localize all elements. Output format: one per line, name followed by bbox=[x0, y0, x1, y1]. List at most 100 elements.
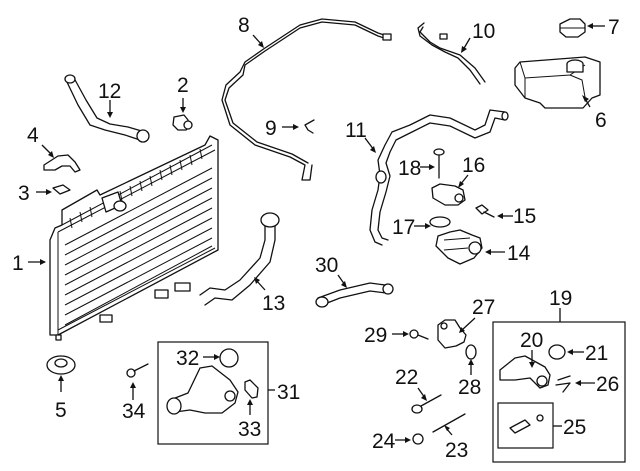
arrow-23 bbox=[444, 425, 450, 431]
arrow-32 bbox=[214, 354, 220, 360]
callout-14[interactable]: 14 bbox=[507, 242, 531, 265]
arrow-15 bbox=[497, 213, 503, 219]
temperature-sensor-part[interactable] bbox=[509, 414, 544, 434]
gasket-33-part[interactable] bbox=[244, 379, 259, 399]
callout-15[interactable]: 15 bbox=[513, 205, 536, 228]
leader-27 bbox=[461, 317, 476, 331]
arrow-3 bbox=[46, 189, 52, 195]
arrow-18 bbox=[429, 164, 435, 170]
radiator-part[interactable] bbox=[49, 135, 219, 341]
arrow-33 bbox=[247, 399, 253, 405]
bolt-29-part[interactable] bbox=[409, 329, 429, 340]
housing-part[interactable] bbox=[499, 355, 551, 389]
callout-3[interactable]: 3 bbox=[18, 182, 30, 205]
arrow-5 bbox=[58, 375, 64, 381]
callout-11[interactable]: 11 bbox=[345, 119, 367, 142]
reservoir-cap-part[interactable] bbox=[559, 18, 586, 38]
arrow-14 bbox=[485, 249, 491, 255]
stud-part[interactable] bbox=[432, 413, 466, 433]
arrow-21 bbox=[567, 349, 573, 355]
arrow-1 bbox=[40, 259, 46, 265]
callout-19[interactable]: 19 bbox=[549, 287, 572, 310]
callout-2[interactable]: 2 bbox=[177, 74, 189, 97]
bolt-15-part[interactable] bbox=[475, 204, 495, 218]
arrow-12 bbox=[107, 112, 113, 118]
thermostat-part[interactable] bbox=[166, 365, 239, 415]
insulator-part[interactable] bbox=[46, 355, 76, 375]
sensor-part[interactable] bbox=[172, 114, 193, 131]
bolt-18-part[interactable] bbox=[433, 148, 445, 179]
arrow-10 bbox=[461, 46, 467, 53]
bypass-hose-part[interactable] bbox=[369, 109, 509, 246]
callout-4[interactable]: 4 bbox=[27, 124, 39, 147]
callout-16[interactable]: 16 bbox=[462, 154, 485, 177]
bolt-34-part[interactable] bbox=[126, 363, 149, 378]
callout-5[interactable]: 5 bbox=[55, 399, 67, 422]
arrow-7 bbox=[587, 23, 593, 29]
callout-6[interactable]: 6 bbox=[595, 109, 607, 132]
arrow-17 bbox=[425, 223, 431, 229]
callout-25[interactable]: 25 bbox=[563, 416, 586, 439]
vent-hose-part[interactable] bbox=[417, 22, 486, 85]
callout-29[interactable]: 29 bbox=[364, 324, 387, 347]
clip-9-part[interactable] bbox=[304, 119, 315, 134]
callout-31[interactable]: 31 bbox=[277, 381, 300, 404]
arrow-24 bbox=[405, 437, 411, 443]
connector-part[interactable] bbox=[437, 319, 467, 349]
arrow-27 bbox=[459, 327, 465, 333]
water-outlet-part[interactable] bbox=[435, 229, 483, 265]
callout-18[interactable]: 18 bbox=[398, 157, 421, 180]
lower-hose-part[interactable] bbox=[199, 212, 280, 306]
callout-20[interactable]: 20 bbox=[520, 329, 543, 352]
arrow-6 bbox=[582, 95, 589, 102]
callout-26[interactable]: 26 bbox=[596, 373, 619, 396]
callout-30[interactable]: 30 bbox=[315, 254, 338, 277]
bracket-part[interactable] bbox=[43, 154, 81, 173]
callout-1[interactable]: 1 bbox=[12, 252, 24, 275]
arrow-22 bbox=[421, 394, 427, 401]
reservoir-tank-part[interactable] bbox=[514, 56, 601, 109]
overflow-hose-part[interactable] bbox=[221, 18, 392, 181]
arrow-9 bbox=[293, 124, 299, 130]
callout-33[interactable]: 33 bbox=[238, 418, 261, 441]
arrow-16 bbox=[458, 181, 464, 188]
callout-32[interactable]: 32 bbox=[176, 347, 199, 370]
arrow-29 bbox=[403, 331, 409, 337]
pipe-part[interactable] bbox=[315, 282, 394, 308]
callout-34[interactable]: 34 bbox=[122, 400, 146, 423]
callout-8[interactable]: 8 bbox=[238, 14, 250, 37]
nut-clip-part[interactable] bbox=[52, 184, 71, 195]
callout-27[interactable]: 27 bbox=[472, 296, 495, 319]
upper-hose-part[interactable] bbox=[64, 74, 150, 143]
arrow-13 bbox=[254, 277, 260, 284]
arrow-2 bbox=[180, 107, 186, 113]
arrow-20 bbox=[529, 362, 535, 368]
seal-part[interactable] bbox=[219, 348, 239, 368]
callout-17[interactable]: 17 bbox=[392, 216, 415, 239]
callout-12[interactable]: 12 bbox=[98, 80, 121, 103]
gasket-28-part[interactable] bbox=[465, 344, 477, 360]
o-ring-part[interactable] bbox=[548, 344, 566, 360]
clamp-part[interactable] bbox=[429, 216, 451, 228]
arrow-28 bbox=[468, 359, 474, 365]
assembly-box-31 bbox=[157, 341, 269, 445]
arrow-34 bbox=[130, 382, 136, 388]
callout-10[interactable]: 10 bbox=[472, 20, 495, 43]
callout-9[interactable]: 9 bbox=[265, 117, 277, 140]
callout-13[interactable]: 13 bbox=[262, 292, 285, 315]
clip-26-part[interactable] bbox=[555, 375, 571, 393]
valve-part[interactable] bbox=[431, 183, 466, 206]
bolt-22-part[interactable] bbox=[411, 394, 442, 414]
callout-21[interactable]: 21 bbox=[585, 342, 608, 365]
callout-28[interactable]: 28 bbox=[458, 376, 481, 399]
arrow-26 bbox=[575, 380, 581, 386]
arrow-4 bbox=[48, 151, 54, 158]
callout-22[interactable]: 22 bbox=[395, 366, 418, 389]
nut-part[interactable] bbox=[412, 433, 424, 445]
callout-23[interactable]: 23 bbox=[445, 439, 468, 462]
callout-7[interactable]: 7 bbox=[608, 16, 620, 39]
arrow-11 bbox=[370, 146, 376, 153]
callout-24[interactable]: 24 bbox=[372, 430, 396, 453]
arrow-8 bbox=[258, 41, 264, 48]
